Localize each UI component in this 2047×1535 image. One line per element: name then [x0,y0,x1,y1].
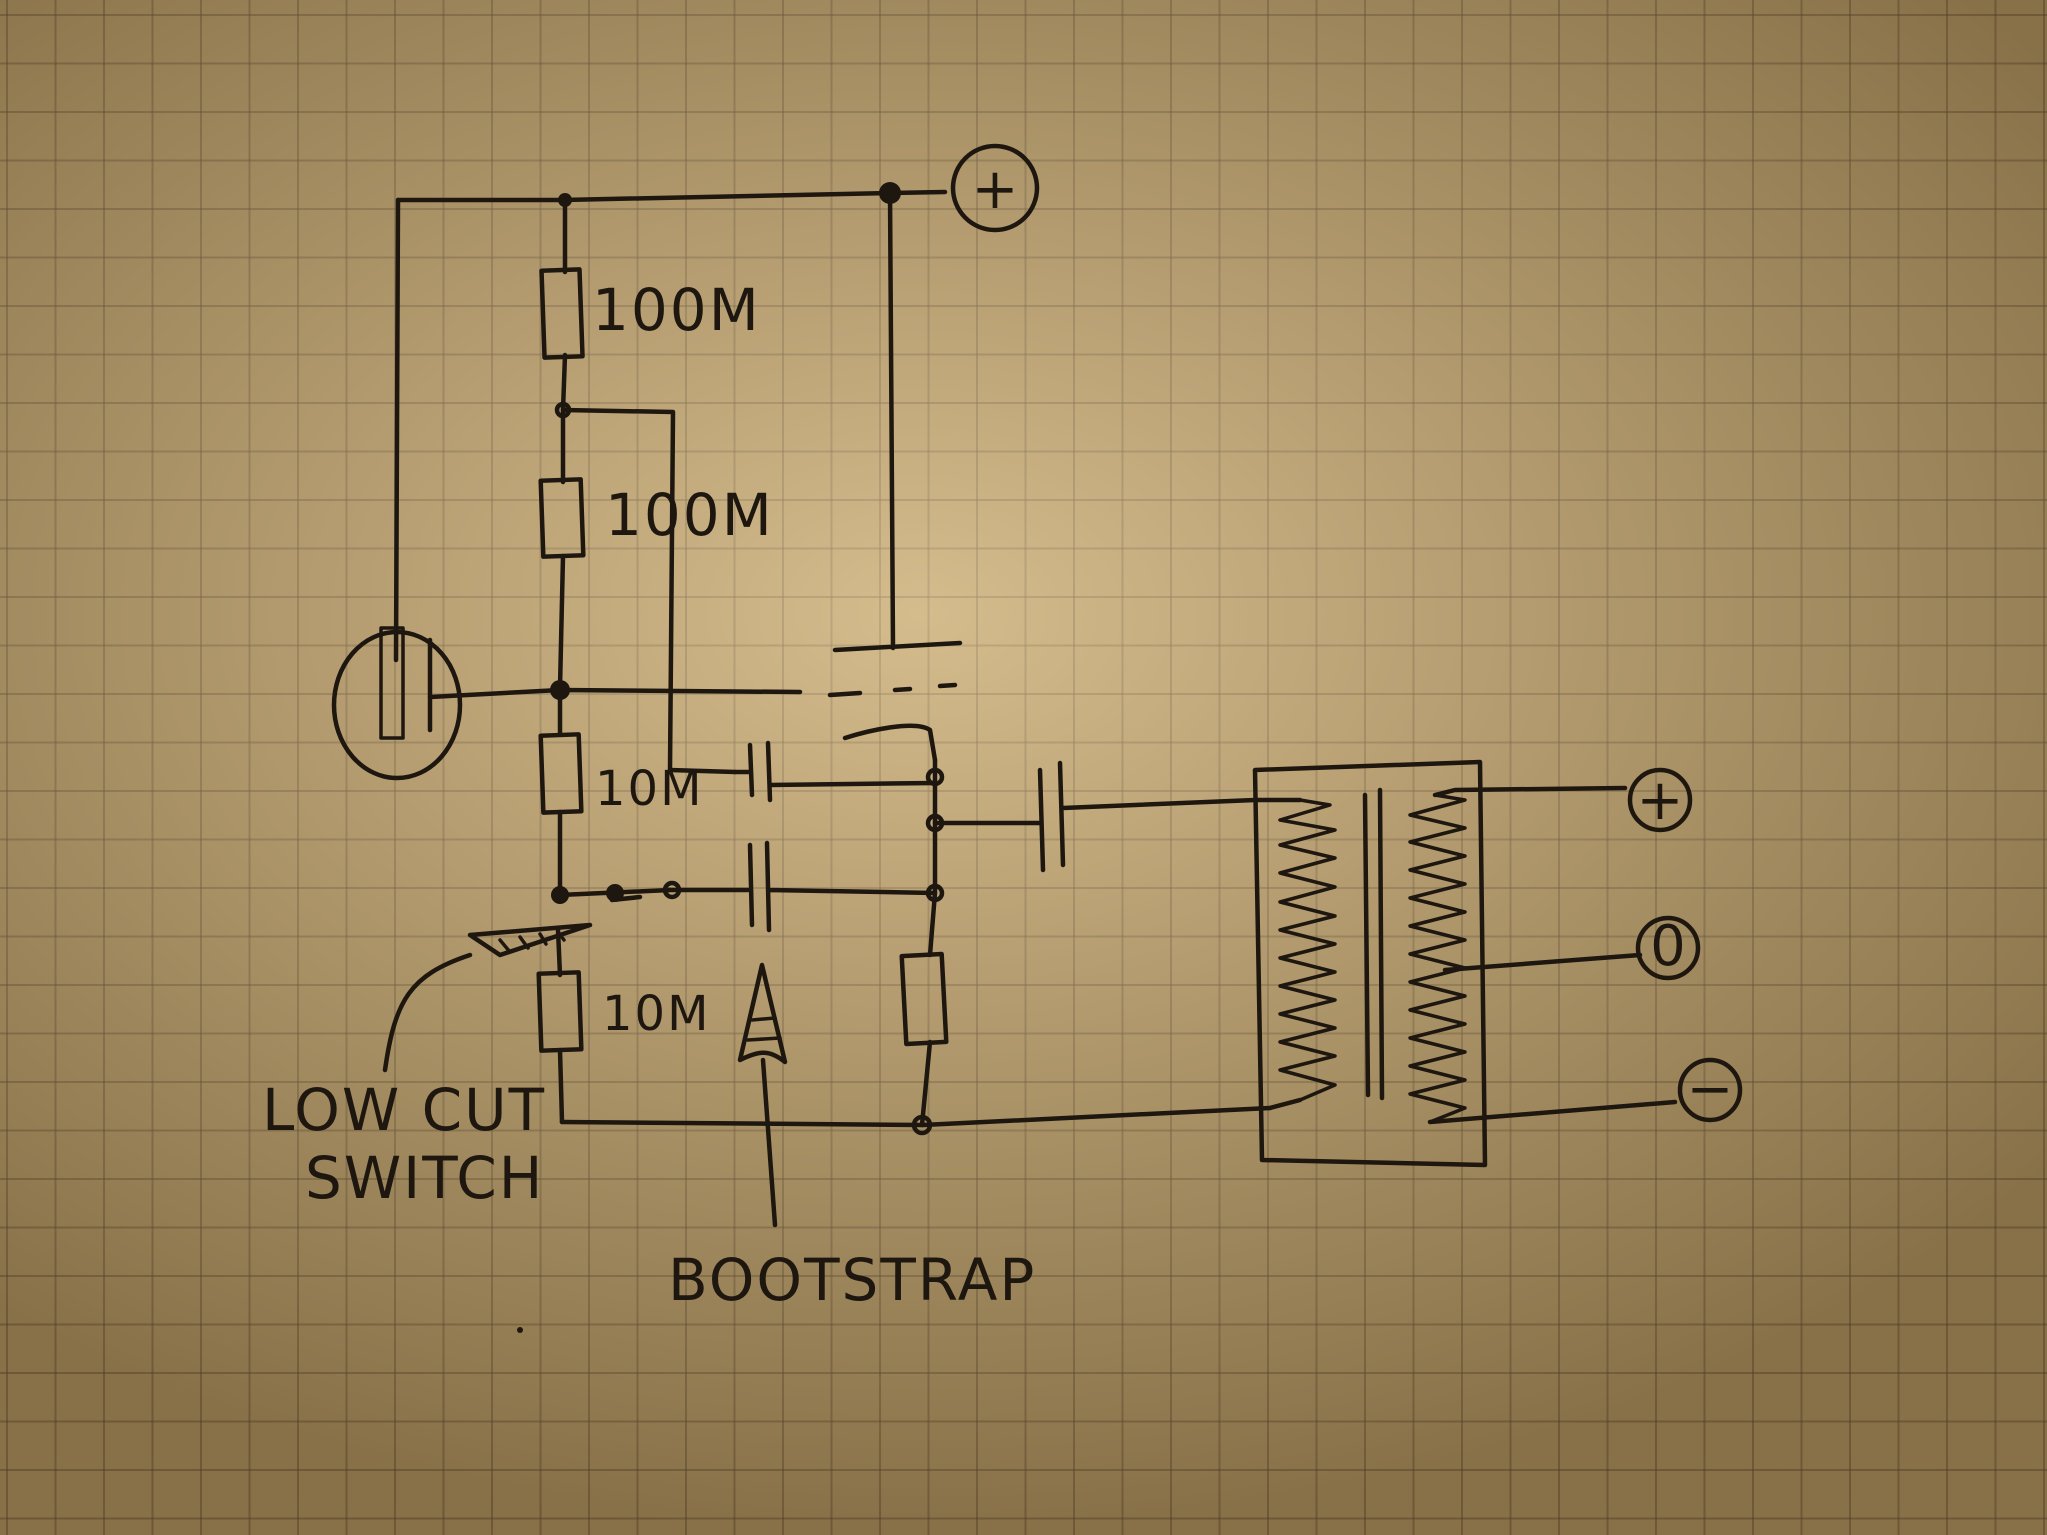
cathode-node [925,767,945,787]
resistor-10m-grid-label: 10M [595,761,704,817]
output-minus-label: − [1687,1057,1734,1122]
output-zero-label: 0 [1650,914,1686,979]
primary-winding [1278,798,1337,1102]
output-coupling-capacitor [932,760,1258,873]
low-cut-switch-contacts [551,880,682,904]
junction-tap [554,401,572,419]
capsule-feed-wire [393,197,401,663]
secondary-winding [1408,793,1467,1124]
resistor-100m-mid [538,477,586,559]
bootstrap-label: BOOTSTRAP [668,1246,1036,1314]
resistor-10m-bottom [536,970,584,1053]
low-cut-label-line1: LOW CUT [262,1076,546,1144]
output-plus-wire [1432,785,1628,798]
low-cut-label-line2: SWITCH [305,1144,544,1212]
tap-branch-wire [560,407,738,775]
top-rail-wire [395,189,948,203]
resistor-cathode [899,951,949,1047]
output-zero-terminal: 0 [1635,914,1701,981]
output-plus-label: + [1637,768,1684,833]
resistor-100m-top-label: 100M [592,276,761,344]
condenser-capsule [331,626,463,781]
bootstrap-node [925,883,945,903]
output-transformer [1252,759,1488,1168]
tube-triode [827,640,963,763]
ground-node [911,1114,933,1136]
anode-wire [887,190,896,651]
grid-wire [427,687,803,700]
bootstrap-capacitor-bottom [665,840,938,933]
output-plus-terminal: + [1627,767,1693,833]
junction-grid [550,680,570,700]
resistor-100m-top [539,267,585,360]
bootstrap-capacitor-top [732,740,938,803]
output-minus-wire [1427,1099,1678,1125]
low-cut-switch-lever [382,922,593,1073]
resistor-10m-grid [538,732,584,815]
output-minus-terminal: − [1677,1057,1743,1123]
output-zero-wire [1442,952,1643,973]
junction-top-left [558,193,572,207]
resistor-10m-bottom-label: 10M [602,986,711,1042]
bootstrap-arrow [737,962,788,1228]
supply-plus-label: + [972,157,1019,222]
divider-wire [555,197,568,1125]
junction-anode [879,182,901,204]
resistor-100m-mid-label: 100M [605,481,774,549]
stray-mark [517,1327,523,1333]
cathode-wire [919,757,938,1128]
supply-plus-terminal: + [950,143,1040,233]
